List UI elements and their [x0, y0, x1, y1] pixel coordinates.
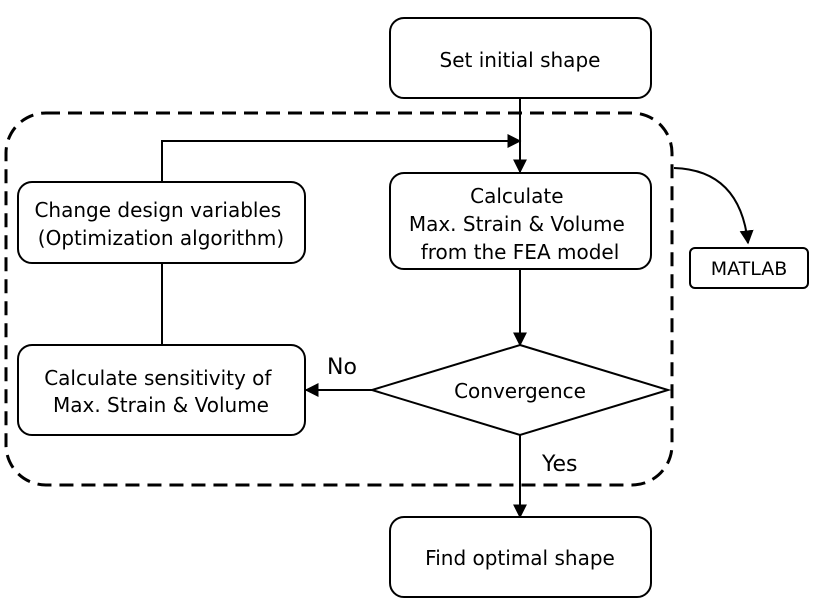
- calculate-line-2: Max. Strain & Volume: [409, 212, 625, 236]
- calculate-line-1: Calculate: [470, 184, 563, 208]
- change-variables-label: Change design variables (Optimization al…: [34, 198, 287, 250]
- start-node: Set initial shape: [389, 17, 652, 99]
- sensitivity-line-1: Calculate sensitivity of: [44, 366, 272, 390]
- convergence-decision: Convergence: [368, 343, 672, 437]
- matlab-label: MATLAB: [711, 258, 788, 280]
- change-variables-node: Change design variables (Optimization al…: [17, 181, 306, 264]
- start-node-label: Set initial shape: [440, 48, 601, 72]
- matlab-node: MATLAB: [689, 247, 809, 289]
- end-node: Find optimal shape: [389, 516, 652, 598]
- calculate-node: Calculate Max. Strain & Volume from the …: [389, 172, 652, 270]
- calculate-line-3: from the FEA model: [421, 240, 620, 264]
- change-line-1: Change design variables: [34, 198, 281, 222]
- arrow-loop-to-matlab: [673, 167, 754, 245]
- arrow-change-to-calculate: [161, 134, 522, 182]
- convergence-label: Convergence: [454, 379, 586, 403]
- sensitivity-node: Calculate sensitivity of Max. Strain & V…: [17, 344, 306, 436]
- change-line-2: (Optimization algorithm): [38, 226, 284, 250]
- calculate-node-label: Calculate Max. Strain & Volume from the …: [409, 184, 631, 264]
- sensitivity-label: Calculate sensitivity of Max. Strain & V…: [44, 366, 278, 417]
- matlab-loop-boundary: [4, 111, 674, 487]
- edge-label-no: No: [327, 355, 357, 380]
- end-node-label: Find optimal shape: [425, 546, 615, 570]
- edge-label-yes: Yes: [541, 452, 578, 477]
- sensitivity-line-2: Max. Strain & Volume: [53, 393, 269, 417]
